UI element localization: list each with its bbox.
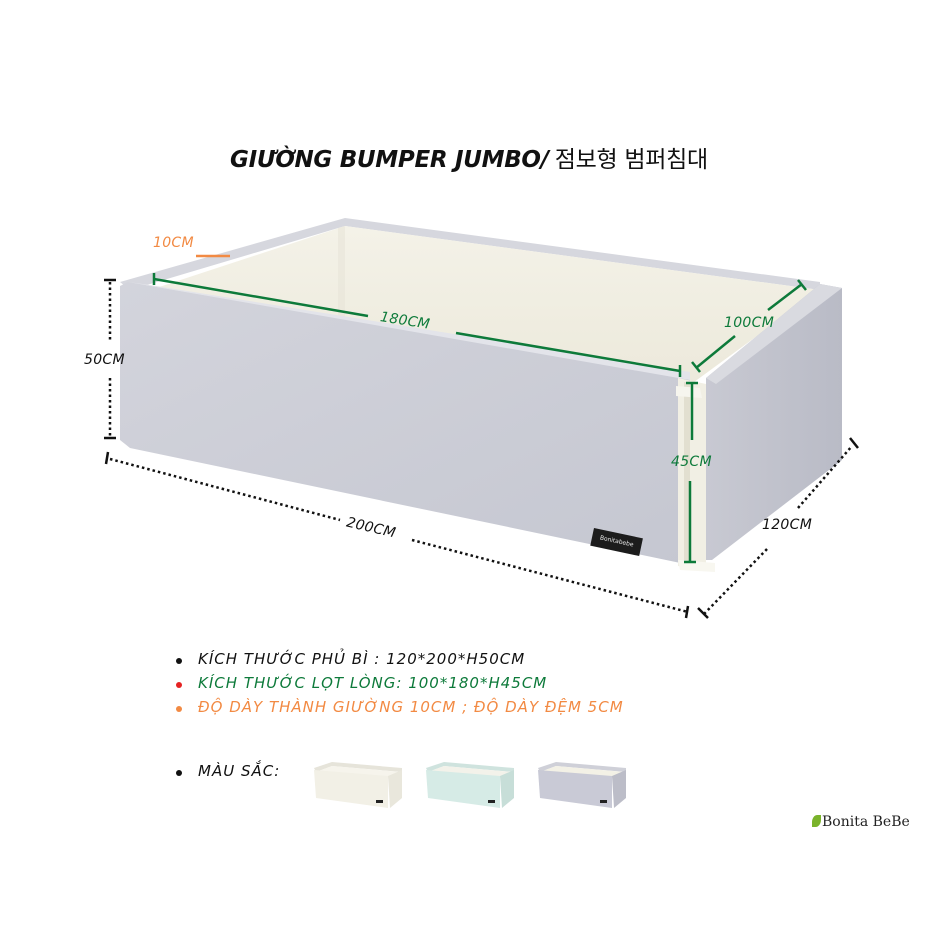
color-section: MÀU SẮC:: [174, 762, 280, 786]
spec-item-thickness: ĐỘ DÀY THÀNH GIƯỜNG 10CM ; ĐỘ DÀY ĐỆM 5C…: [174, 698, 624, 722]
bullet-icon: [176, 658, 182, 664]
bullet-icon: [176, 706, 182, 712]
dim-outer-height: 50CM: [84, 352, 125, 368]
bullet-icon: [176, 682, 182, 688]
color-swatch-gray[interactable]: [536, 758, 628, 810]
leaf-icon: [812, 815, 821, 827]
title-korean: 점보형 범퍼침대: [554, 147, 708, 173]
brand-logo: Bonita BeBe: [812, 814, 910, 830]
dim-outer-width: 120CM: [762, 517, 813, 533]
product-label: Bonitabebe: [590, 528, 643, 557]
dim-inner-width: 100CM: [724, 315, 775, 331]
title-latin: GIƯỜNG BUMPER JUMBO/: [230, 147, 549, 173]
bullet-icon: [176, 770, 182, 776]
colors-label: MÀU SẮC:: [174, 762, 280, 786]
spec-item-outer-size: KÍCH THƯỚC PHỦ BÌ : 120*200*H50CM: [174, 650, 624, 674]
spec-item-inner-size: KÍCH THƯỚC LỌT LÒNG: 100*180*H45CM: [174, 674, 624, 698]
color-swatch-cream[interactable]: [312, 758, 404, 810]
page-title: GIƯỜNG BUMPER JUMBO/점보형 범퍼침대: [230, 140, 708, 174]
color-swatch-mint[interactable]: [424, 758, 516, 810]
dim-wall-thickness: 10CM: [153, 235, 194, 251]
spec-list: KÍCH THƯỚC PHỦ BÌ : 120*200*H50CM KÍCH T…: [174, 650, 624, 722]
dim-inner-height: 45CM: [671, 454, 712, 470]
